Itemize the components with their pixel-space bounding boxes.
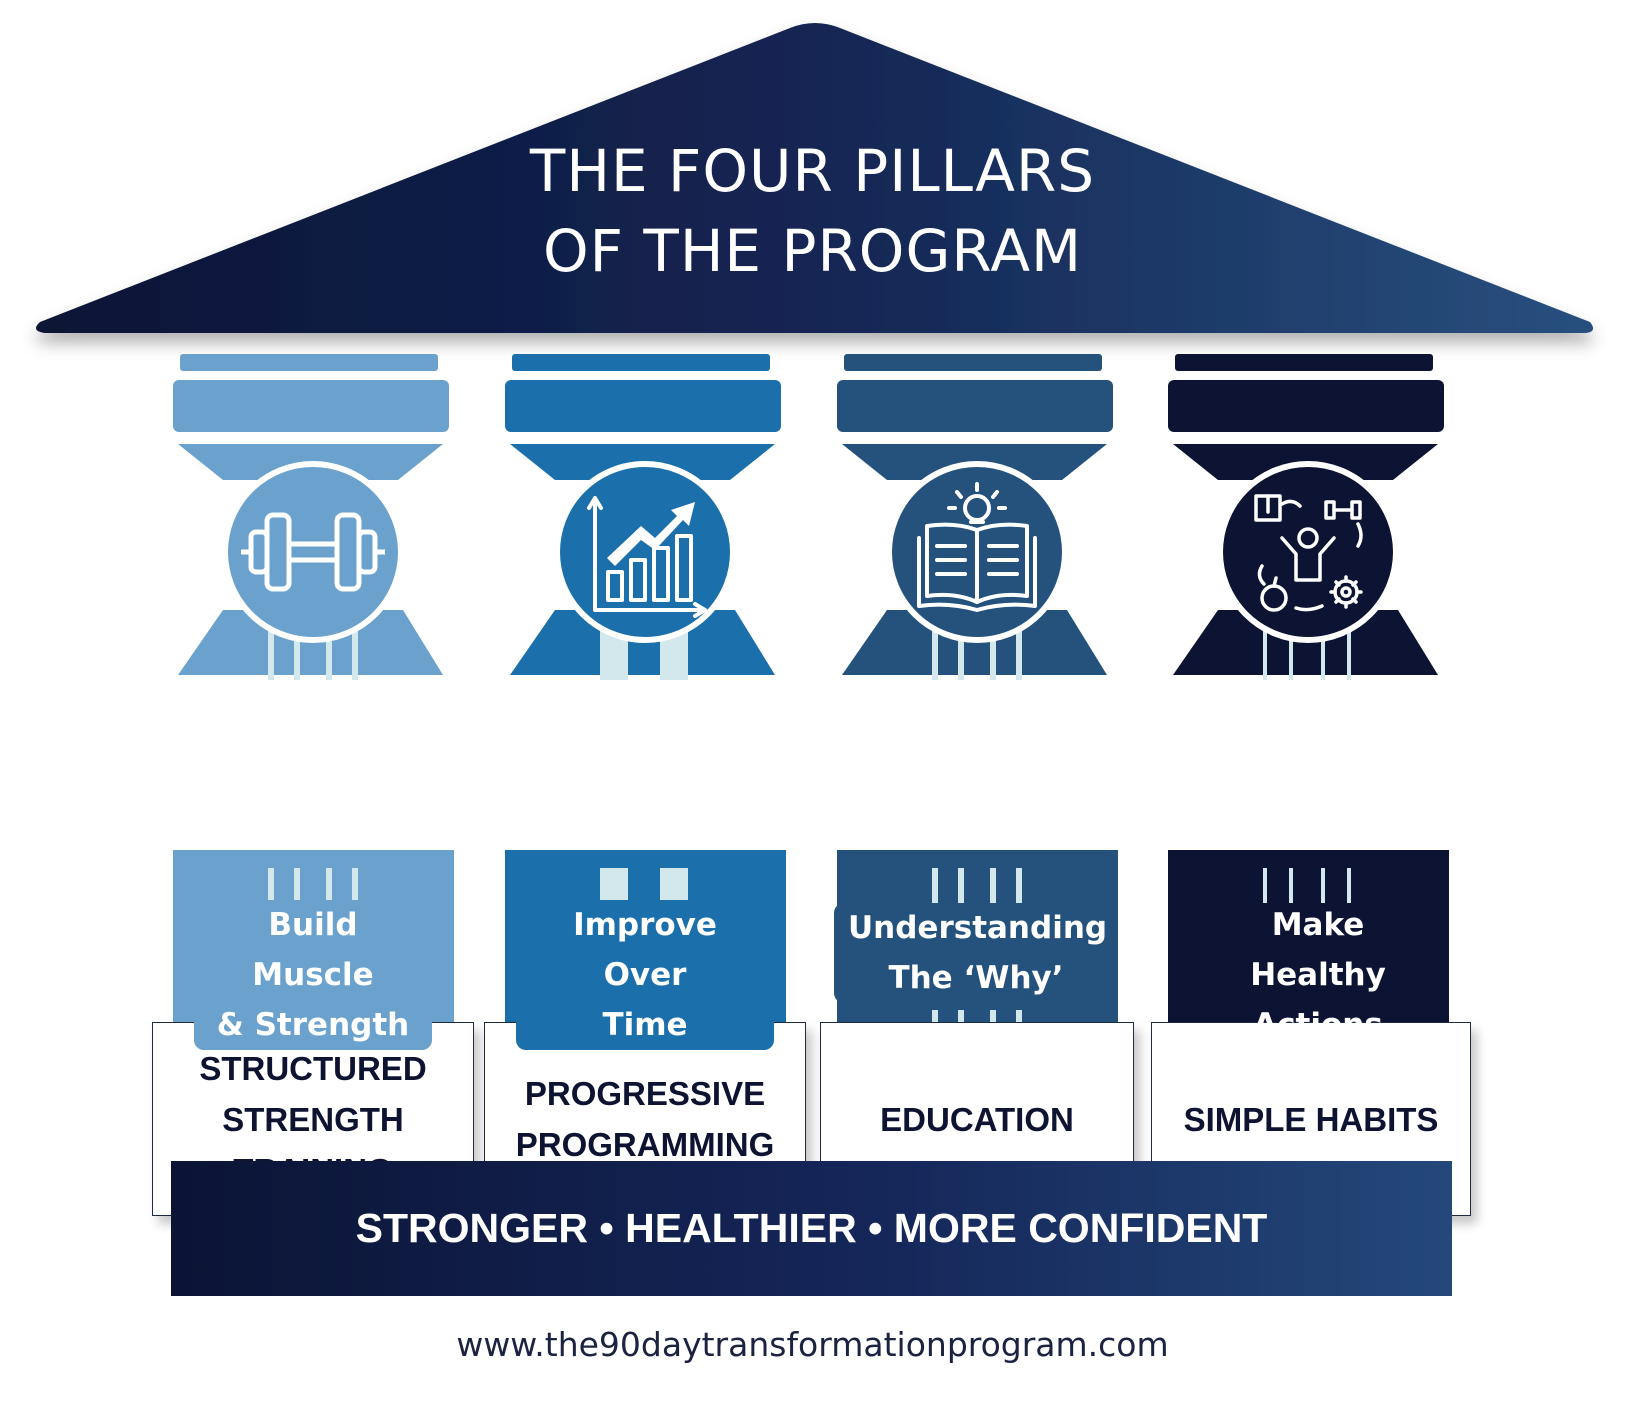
pillar-4-description: Make Healthy Actions Repeatable bbox=[1218, 907, 1418, 1093]
tagline: STRONGER • HEALTHIER • MORE CONFIDENT bbox=[355, 1205, 1268, 1251]
pillar-2-description: Improve Over Time bbox=[516, 900, 774, 1050]
book-lightbulb-icon bbox=[885, 460, 1069, 644]
foundation-base: STRONGER • HEALTHIER • MORE CONFIDENT bbox=[171, 1161, 1452, 1296]
roof-pediment bbox=[36, 23, 1594, 333]
pillar-1: STRUCTURED STRENGTH TRAINING Build Muscl… bbox=[152, 350, 474, 1216]
title-line-1: THE FOUR PILLARS bbox=[529, 137, 1096, 205]
pillar-2: PROGRESSIVE PROGRAMMING Improve Over Tim… bbox=[484, 350, 806, 1216]
website-url: www.the90daytransformationprogram.com bbox=[456, 1325, 1169, 1364]
pillar-1-description: Build Muscle & Strength bbox=[194, 900, 432, 1050]
pillar-3: EDUCATION Understanding The ‘Why’ bbox=[820, 350, 1134, 1216]
title-line-2: OF THE PROGRAM bbox=[542, 217, 1083, 285]
habit-cycle-icon bbox=[1216, 460, 1400, 644]
pillar-4: SIMPLE HABITS Make Healthy Actions Repea… bbox=[1151, 350, 1471, 1216]
pillar-3-description: Understanding The ‘Why’ bbox=[834, 903, 1118, 1003]
dumbbell-icon bbox=[221, 460, 405, 644]
growth-chart-icon bbox=[553, 460, 737, 644]
